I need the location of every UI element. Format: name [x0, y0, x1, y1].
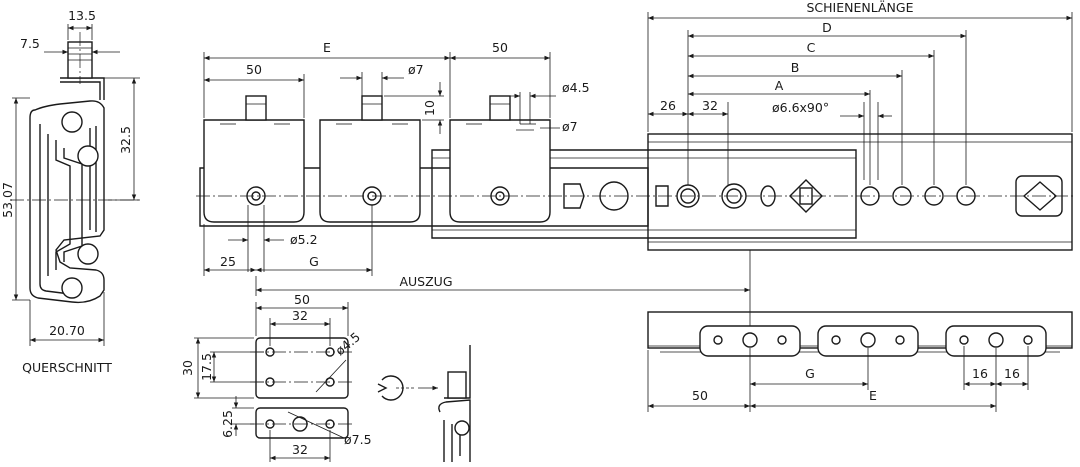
dim-auszug: AUSZUG [399, 274, 452, 289]
dim-a: A [775, 78, 784, 93]
dim-50-bottom: 50 [692, 388, 708, 403]
cross-section-view: 13.5 7.5 32.5 53.07 20.70 QUERSCHNITT [0, 8, 140, 375]
cross-section-label: QUERSCHNITT [22, 360, 112, 375]
dim-d: D [822, 20, 832, 35]
side-view [196, 95, 1076, 251]
dim-16-right: 16 [1004, 366, 1020, 381]
extended-bottom-view: G 50 E 16 16 [647, 311, 1073, 412]
dim-dia-7-5: ø7.5 [344, 432, 372, 447]
dim-50-bracket: 50 [294, 292, 310, 307]
dim-10: 10 [422, 100, 437, 116]
dim-26: 26 [660, 98, 676, 113]
dim-7-5: 7.5 [20, 36, 40, 51]
dim-20-70: 20.70 [49, 323, 85, 338]
dim-50-left: 50 [246, 62, 262, 77]
dim-schienenlaenge: SCHIENENLÄNGE [807, 0, 914, 15]
dim-g-bottom: G [805, 366, 815, 381]
dim-30: 30 [180, 360, 195, 376]
dim-50-right: 50 [492, 40, 508, 55]
dim-e-bottom: E [869, 388, 877, 403]
dim-16-left: 16 [972, 366, 988, 381]
dim-dia-6-6: ø6.6x90° [772, 100, 829, 115]
dim-32-bracket-bottom: 32 [292, 442, 308, 457]
dim-c: C [807, 40, 816, 55]
dim-17-5: 17.5 [199, 353, 214, 381]
dim-g-top: G [309, 254, 319, 269]
dim-32-top: 32 [702, 98, 718, 113]
dim-32-5: 32.5 [118, 126, 133, 154]
dim-25: 25 [220, 254, 236, 269]
dim-dia-7-right: ø7 [562, 119, 578, 134]
lower-dimensions: ø5.2 25 G AUSZUG [203, 205, 751, 340]
dim-6-25: 6.25 [220, 410, 235, 438]
dim-53-07: 53.07 [0, 182, 15, 218]
bracket-detail: 50 32 30 17.5 ø4.5 6.25 ø7.5 32 [180, 292, 471, 462]
dim-e-top: E [323, 40, 331, 55]
dim-dia-5-2: ø5.2 [290, 232, 318, 247]
dim-dia-7-stud: ø7 [408, 62, 424, 77]
dim-13-5: 13.5 [68, 8, 96, 23]
top-dimensions: SCHIENENLÄNGE D C B A 26 32 ø6.6x90° E [203, 0, 1073, 185]
dim-b: B [791, 60, 800, 75]
dim-32-bracket-top: 32 [292, 308, 308, 323]
dim-dia-4-5-top: ø4.5 [562, 80, 590, 95]
